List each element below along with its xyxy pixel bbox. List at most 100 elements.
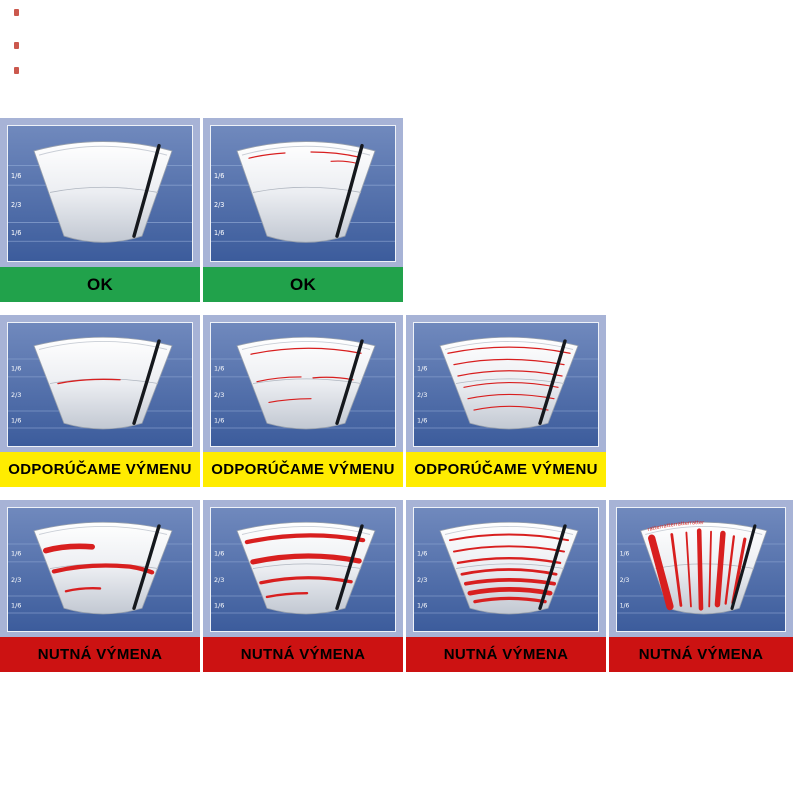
glass-highlight	[241, 525, 371, 535]
scale-label: 1/6	[11, 229, 21, 237]
wear-streak	[453, 358, 565, 366]
windshield-panel: 1/6 2/3 1/6	[413, 322, 599, 447]
scale-label: 1/6	[11, 550, 21, 557]
status-label: ODPORÚČAME VÝMENU	[203, 452, 403, 487]
scale-label: 1/6	[417, 365, 427, 372]
stray-mark-icon	[14, 42, 19, 49]
wear-streak	[724, 535, 736, 605]
windshield-panel: 1/6 2/3 1/6	[210, 125, 396, 262]
wear-streak	[259, 576, 353, 585]
windshield-illustration: 1/62/31/6	[414, 508, 598, 631]
scale-label: 1/6	[214, 172, 224, 180]
wear-streak	[696, 528, 704, 611]
wear-streak	[268, 398, 312, 404]
windshield-panel: 1/6 2/3 1/6	[7, 322, 193, 447]
glass-highlight	[38, 340, 168, 350]
wiper-blade	[132, 339, 161, 425]
windshield-illustration: 1/6 2/3 1/6	[211, 126, 395, 261]
scale-label: 1/6	[417, 602, 427, 609]
scale-label: 1/6	[11, 365, 21, 372]
glass-highlight	[645, 525, 763, 535]
wear-streak	[685, 531, 692, 608]
scale-label: 2/3	[214, 201, 224, 209]
wear-streak	[464, 578, 556, 586]
scale-label: 1/6	[214, 602, 224, 609]
scale-label: 1/6	[620, 550, 630, 557]
wear-streak	[708, 530, 712, 608]
scale-label: 1/6	[214, 417, 224, 424]
wear-streak	[449, 533, 569, 542]
windshield-illustration: 1/6 2/3 1/6	[211, 323, 395, 446]
wear-streak	[714, 530, 726, 608]
scale-label: 2/3	[11, 577, 21, 584]
wear-streak	[460, 568, 558, 576]
glass-highlight	[38, 145, 168, 156]
wiper-blade	[335, 339, 364, 425]
wear-streak	[330, 160, 358, 164]
status-label: NUTNÁ VÝMENA	[609, 637, 793, 672]
scale-label: 1/6	[620, 602, 630, 609]
wiped-area	[236, 521, 376, 615]
wear-streak	[457, 370, 563, 377]
scale-label: 2/3	[620, 577, 630, 584]
wiper-blade	[335, 143, 364, 238]
wiper-blade	[132, 143, 161, 238]
wiped-area	[236, 336, 376, 430]
wear-streak	[248, 152, 286, 159]
scale-label: 1/6	[214, 365, 224, 372]
wear-streak	[670, 533, 683, 607]
wiper-blade	[132, 524, 161, 610]
wiper-blade	[538, 524, 567, 610]
scale-label: 1/6	[11, 602, 21, 609]
wiped-area	[33, 336, 173, 430]
wear-streak	[467, 587, 553, 596]
wear-streak	[473, 596, 547, 604]
glass-highlight	[38, 525, 168, 535]
wear-streak	[57, 378, 121, 385]
stray-mark-icon	[14, 9, 19, 16]
windshield-illustration: 1/6 2/3 1/6	[211, 508, 395, 631]
scale-label: 1/6	[417, 417, 427, 424]
wear-streak	[310, 151, 360, 158]
wiper-blade	[335, 524, 364, 610]
wear-streak	[64, 587, 102, 593]
scale-label: 1/6	[214, 550, 224, 557]
wiper-blade	[730, 524, 757, 610]
scale-label: 1/6	[11, 417, 21, 424]
wear-streak	[453, 545, 565, 553]
wear-streak	[250, 347, 362, 355]
status-label: OK	[0, 267, 200, 302]
glass-highlight	[241, 145, 371, 156]
windshield-illustration: 1/6 2/3 1/6	[8, 323, 192, 446]
glass-highlight	[444, 340, 574, 350]
windshield-illustration: 1/62/31/6	[8, 126, 192, 261]
status-label: OK	[203, 267, 403, 302]
scale-label: 2/3	[214, 392, 224, 399]
scale-label: 2/3	[417, 392, 427, 399]
windshield-illustration: 1/6 2/3 1/6	[414, 323, 598, 446]
scale-label: 1/6	[214, 229, 224, 237]
wiped-area	[236, 141, 376, 243]
wear-streak	[456, 557, 562, 565]
wear-streak	[43, 543, 95, 554]
wear-streak	[463, 382, 559, 388]
scale-label: 2/3	[11, 392, 21, 399]
wear-streak	[473, 405, 549, 411]
scale-label: 2/3	[417, 577, 427, 584]
wear-streak	[250, 553, 362, 565]
windshield-panel: 1/6 2/3 1/6	[210, 322, 396, 447]
status-label: NUTNÁ VÝMENA	[0, 637, 200, 672]
wear-streak	[447, 346, 571, 354]
scale-label: 2/3	[214, 577, 224, 584]
